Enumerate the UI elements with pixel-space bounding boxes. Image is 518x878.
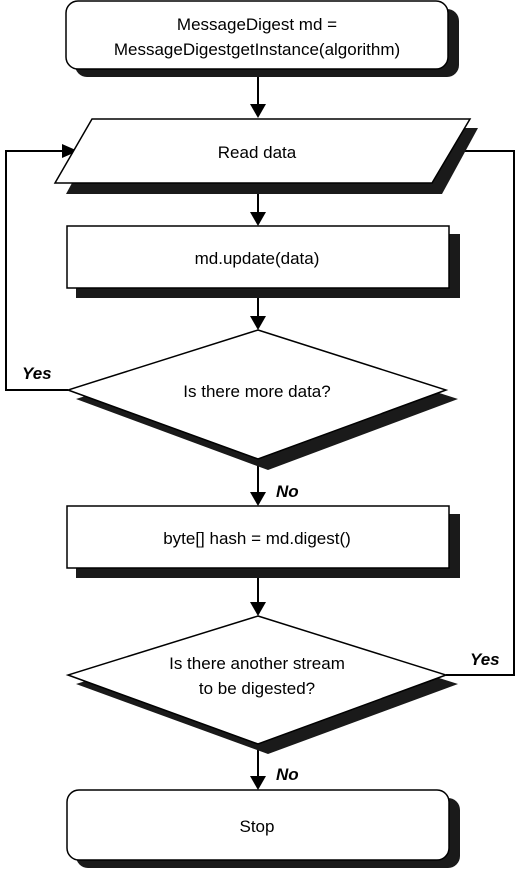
node-stop: Stop bbox=[66, 789, 460, 868]
node-get-instance-line2: MessageDigestgetInstance(algorithm) bbox=[114, 40, 400, 59]
connector-more-data-loop bbox=[5, 150, 68, 391]
arrowhead bbox=[250, 776, 266, 790]
connector-another-stream-loop bbox=[446, 150, 515, 676]
node-get-instance: MessageDigest md = MessageDigestgetInsta… bbox=[65, 0, 459, 77]
node-read-data-label: Read data bbox=[218, 143, 297, 162]
edge-label-more-data-yes: Yes bbox=[22, 364, 52, 383]
edge-label-more-data-no: No bbox=[276, 482, 299, 501]
arrowhead bbox=[250, 492, 266, 506]
node-digest-label: byte[] hash = md.digest() bbox=[163, 529, 351, 548]
node-stop-label: Stop bbox=[240, 817, 275, 836]
node-update: md.update(data) bbox=[66, 225, 460, 298]
arrowhead bbox=[250, 212, 266, 226]
node-another-stream-decision: Is there another stream to be digested? bbox=[65, 615, 458, 754]
node-another-stream-line1: Is there another stream bbox=[169, 654, 345, 673]
edge-label-another-stream-yes: Yes bbox=[470, 650, 500, 669]
node-read-data: Read data bbox=[53, 118, 478, 194]
node-more-data-decision: Is there more data? bbox=[65, 329, 458, 470]
node-another-stream-line2: to be digested? bbox=[199, 679, 315, 698]
edge-label-another-stream-no: No bbox=[276, 765, 299, 784]
arrowhead bbox=[250, 316, 266, 330]
node-digest: byte[] hash = md.digest() bbox=[66, 505, 460, 578]
arrowhead bbox=[250, 104, 266, 118]
node-more-data-label: Is there more data? bbox=[183, 382, 330, 401]
node-get-instance-line1: MessageDigest md = bbox=[177, 15, 337, 34]
node-update-label: md.update(data) bbox=[195, 249, 320, 268]
arrowhead bbox=[250, 602, 266, 616]
arrowhead bbox=[62, 144, 78, 158]
